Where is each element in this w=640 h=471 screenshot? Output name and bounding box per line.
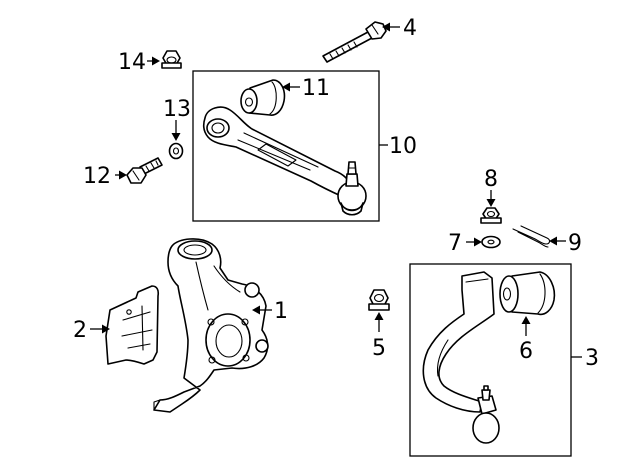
part-13-washer [168, 142, 184, 160]
part-9-cotter-pin [512, 225, 551, 248]
callout-1: 1 [274, 299, 288, 324]
callout-10: 10 [389, 134, 417, 159]
part-11-bushing [240, 79, 286, 116]
callout-8: 8 [484, 167, 498, 192]
leader-lines [90, 22, 582, 358]
callout-12: 12 [83, 164, 111, 189]
part-14-nut [161, 50, 182, 69]
callout-2: 2 [73, 318, 87, 343]
callout-3: 3 [585, 346, 599, 371]
part-10-control-arm [202, 106, 367, 216]
group-box-10 [192, 70, 380, 222]
part-8-nut [480, 207, 502, 224]
callout-14: 14 [118, 50, 146, 75]
part-7-washer [481, 235, 501, 249]
part-1-knuckle [153, 238, 269, 413]
callout-7: 7 [448, 231, 462, 256]
callout-11: 11 [302, 76, 330, 101]
callout-5: 5 [372, 336, 386, 361]
callout-6: 6 [519, 339, 533, 364]
part-12-bolt [126, 157, 163, 184]
part-2-shield [105, 285, 160, 365]
callout-13: 13 [163, 97, 191, 122]
part-3-lower-arm [422, 271, 500, 444]
callout-9: 9 [568, 231, 582, 256]
part-6-bushing [499, 271, 556, 316]
group-box-3 [409, 263, 572, 457]
part-5-nut [368, 289, 390, 311]
part-4-bolt [322, 21, 387, 63]
callout-4: 4 [403, 16, 417, 41]
